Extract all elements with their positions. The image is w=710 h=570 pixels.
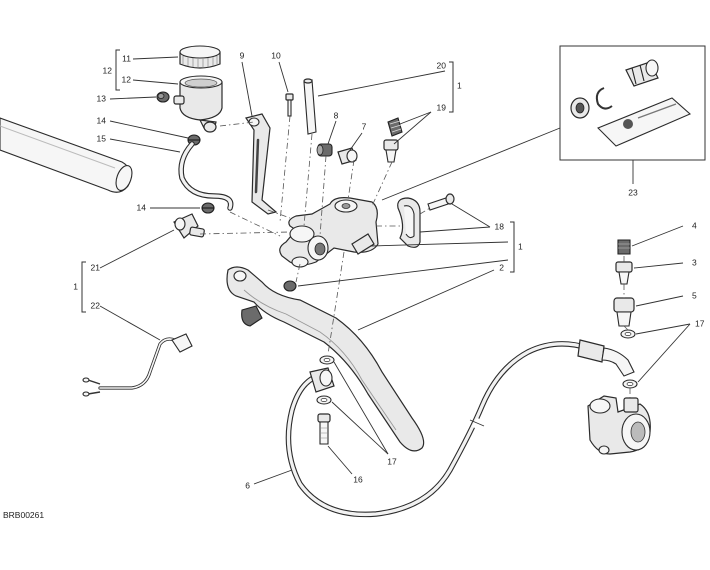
reservoir-cap xyxy=(179,45,221,69)
kit-seal xyxy=(570,97,590,119)
kit-instruction-sheet xyxy=(597,97,692,147)
leader-lines xyxy=(99,56,691,485)
callout-7: 7 xyxy=(362,121,367,131)
assembly-lines xyxy=(199,115,631,398)
callout-12-sub: 12 xyxy=(122,74,132,84)
copper-washer-slave-2 xyxy=(622,379,638,389)
callout-9: 9 xyxy=(240,50,245,60)
callout-22: 22 xyxy=(91,300,101,310)
copper-washer-lever-2 xyxy=(316,395,332,405)
callout-8: 8 xyxy=(334,110,339,120)
callout-12: 12 xyxy=(103,65,113,75)
callout-20: 20 xyxy=(437,60,447,70)
hose-clamp-lower xyxy=(201,202,215,214)
callout-1-top: 1 xyxy=(457,80,462,90)
clutch-hose xyxy=(285,339,635,518)
hose-fitting xyxy=(173,213,205,239)
callout-21: 21 xyxy=(91,262,101,272)
callout-15: 15 xyxy=(97,133,107,143)
bracket-screw xyxy=(285,93,294,117)
pivot-nut xyxy=(283,280,297,292)
slave-cylinder xyxy=(587,395,651,455)
callout-1-mid: 1 xyxy=(518,241,523,251)
callout-18: 18 xyxy=(495,221,505,231)
callout-23: 23 xyxy=(628,187,638,197)
clutch-lever xyxy=(226,266,425,452)
kit-piston xyxy=(625,59,659,87)
push-rod xyxy=(303,78,317,135)
callout-14-lower: 14 xyxy=(137,202,147,212)
union-fitting xyxy=(613,297,635,327)
clutch-switch-wire xyxy=(82,333,193,397)
callout-6: 6 xyxy=(245,480,250,490)
bleed-valve-lower xyxy=(383,139,399,163)
fluid-reservoir xyxy=(173,75,223,133)
callout-11: 11 xyxy=(122,53,131,63)
bleed-valve-upper xyxy=(387,117,403,137)
bushing xyxy=(316,143,333,157)
callout-13: 13 xyxy=(97,93,107,103)
callout-2: 2 xyxy=(499,262,504,272)
handlebar-tube xyxy=(0,117,133,193)
callout-17-right: 17 xyxy=(695,318,705,328)
callout-14-upper: 14 xyxy=(97,115,107,125)
group-brackets xyxy=(81,49,515,313)
kit-circlip xyxy=(595,87,613,110)
callout-3: 3 xyxy=(692,257,697,267)
reservoir-hose xyxy=(178,141,234,211)
banjo-bolt xyxy=(317,413,331,445)
bleed-screw xyxy=(337,147,358,165)
bleed-cap xyxy=(617,239,631,255)
copper-washer-lever-1 xyxy=(319,355,335,365)
callout-10: 10 xyxy=(271,50,281,60)
callout-17-lower: 17 xyxy=(387,456,397,466)
callout-19: 19 xyxy=(437,102,447,112)
repair-kit-inset xyxy=(559,45,706,161)
callout-labels: 11 12 12 13 14 15 14 9 10 20 1 8 7 19 23… xyxy=(73,50,704,490)
copper-washer-slave-1 xyxy=(620,329,636,339)
master-cylinder-body xyxy=(279,197,379,268)
handlebar-clamp xyxy=(397,197,421,248)
clamp-screw xyxy=(427,193,455,211)
callout-4: 4 xyxy=(692,220,697,230)
reservoir-bracket xyxy=(245,113,278,215)
callout-1-left: 1 xyxy=(73,281,78,291)
bleed-nipple xyxy=(615,261,633,285)
callout-5: 5 xyxy=(692,290,697,300)
grommet xyxy=(156,91,170,103)
diagram-code: BRB00261 xyxy=(3,510,45,520)
callout-16: 16 xyxy=(353,474,363,484)
